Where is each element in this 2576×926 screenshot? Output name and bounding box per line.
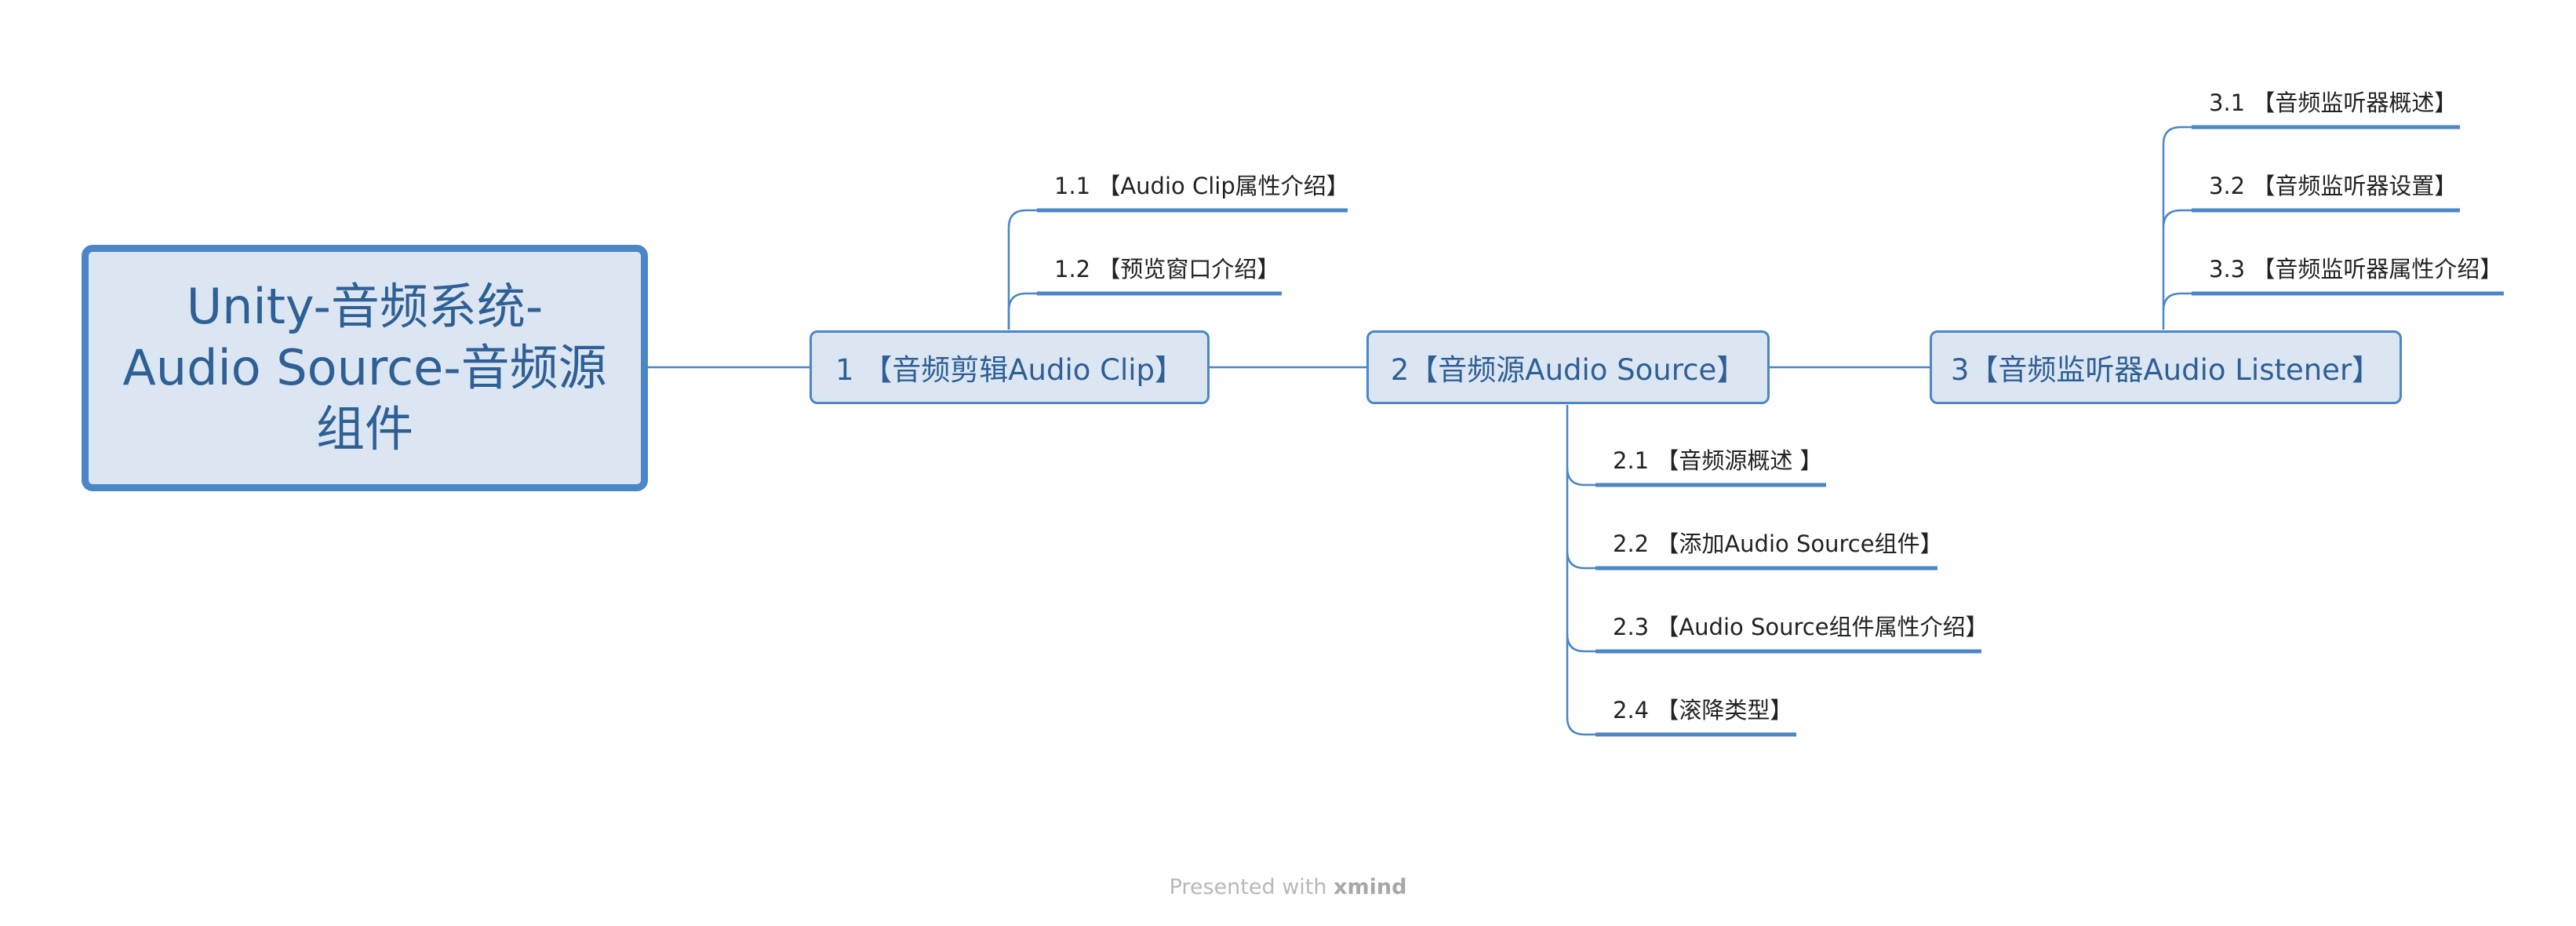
connector-1-2 (1007, 292, 1037, 330)
subtopic-label: 3.2 【音频监听器设置】 (2209, 173, 2458, 199)
subtopic-1-1[interactable]: 1.1 【Audio Clip属性介绍】 (1054, 174, 1349, 198)
subtopic-label: 2.3 【Audio Source组件属性介绍】 (1613, 614, 1988, 640)
footer-prefix: Presented with (1169, 875, 1334, 899)
topic-label: 3【音频监听器Audio Listener】 (1950, 353, 2381, 387)
subtopic-label: 2.1 【音频源概述 】 (1613, 447, 1823, 474)
subtopic-2-3[interactable]: 2.3 【Audio Source组件属性介绍】 (1613, 615, 1988, 639)
subtopic-label: 2.4 【滚降类型】 (1613, 697, 1793, 724)
topic-audio-source[interactable]: 2【音频源Audio Source】 (1366, 330, 1770, 404)
connector-2-1 (1566, 405, 1595, 487)
topic-audio-listener[interactable]: 3【音频监听器Audio Listener】 (1930, 330, 2402, 404)
root-topic-label: Unity-音频系统- Audio Source-音频源 组件 (122, 278, 607, 458)
presented-with-footer: Presented with xmind (0, 875, 2576, 899)
root-topic[interactable]: Unity-音频系统- Audio Source-音频源 组件 (82, 245, 648, 491)
subtopic-3-3[interactable]: 3.3 【音频监听器属性介绍】 (2209, 257, 2502, 281)
subtopic-label: 2.2 【添加Audio Source组件】 (1613, 530, 1943, 557)
connector-3-3 (2162, 292, 2192, 312)
connector-3-1 (2162, 126, 2192, 330)
connector-2-2 (1566, 468, 1595, 570)
xmind-brand: xmind (1333, 875, 1407, 899)
subtopic-2-4[interactable]: 2.4 【滚降类型】 (1613, 698, 1792, 722)
subtopic-1-2[interactable]: 1.2 【预览窗口介绍】 (1054, 257, 1279, 281)
topic-audio-clip[interactable]: 1 【音频剪辑Audio Clip】 (810, 330, 1210, 404)
topic-label: 2【音频源Audio Source】 (1390, 353, 1746, 387)
topic-label: 1 【音频剪辑Audio Clip】 (835, 353, 1184, 387)
connector-2-3 (1566, 551, 1595, 653)
subtopic-2-1[interactable]: 2.1 【音频源概述 】 (1613, 449, 1823, 472)
subtopic-2-2[interactable]: 2.2 【添加Audio Source组件】 (1613, 532, 1943, 556)
subtopic-3-1[interactable]: 3.1 【音频监听器概述】 (2209, 91, 2457, 115)
connector-2-4 (1566, 634, 1595, 736)
subtopic-label: 3.3 【音频监听器属性介绍】 (2209, 256, 2503, 283)
connector-3-2 (2162, 209, 2192, 228)
connector-1-1 (1007, 209, 1037, 330)
subtopic-3-2[interactable]: 3.2 【音频监听器设置】 (2209, 174, 2457, 198)
subtopic-label: 1.1 【Audio Clip属性介绍】 (1054, 173, 1349, 199)
subtopic-label: 1.2 【预览窗口介绍】 (1054, 256, 1280, 283)
subtopic-label: 3.1 【音频监听器概述】 (2209, 89, 2458, 116)
